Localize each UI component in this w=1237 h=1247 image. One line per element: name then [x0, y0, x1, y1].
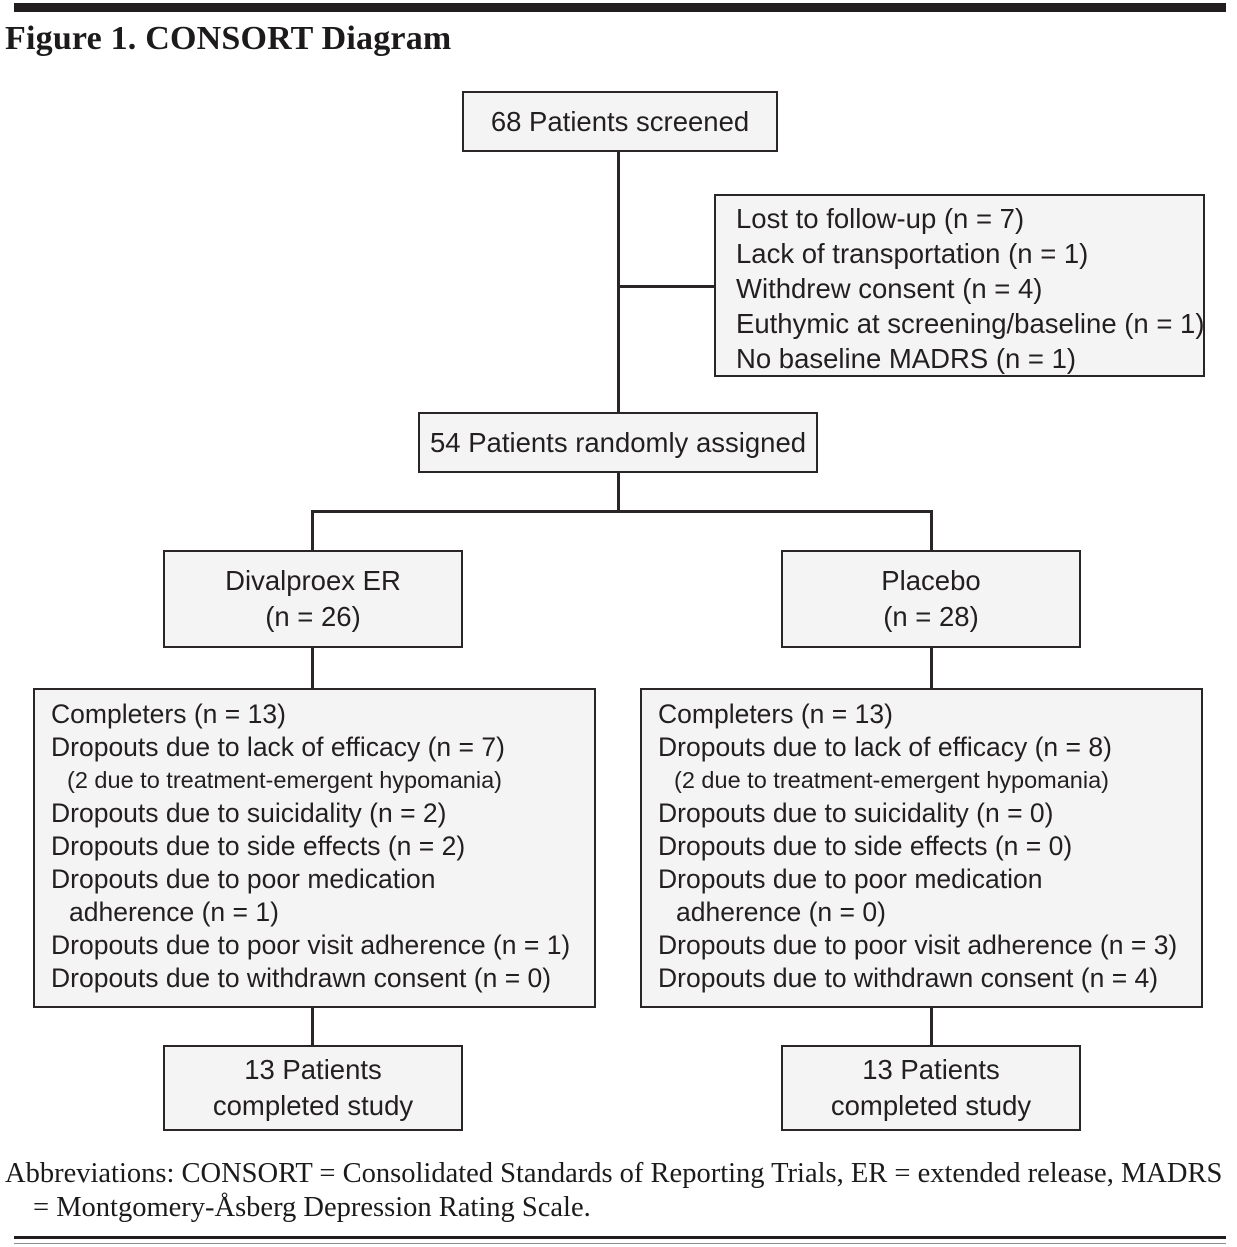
box-line: Dropouts due to poor visit adherence (n …: [658, 930, 1178, 960]
box-line: (2 due to treatment-emergent hypomania): [67, 767, 502, 793]
box-detail-placebo: Completers (n = 13)Dropouts due to lack …: [640, 688, 1203, 1008]
bottom-rule-thin: [14, 1243, 1226, 1244]
box-line: (2 due to treatment-emergent hypomania): [674, 767, 1109, 793]
box-line: Dropouts due to poor medication: [658, 864, 1043, 894]
bottom-rule-thick: [14, 1236, 1226, 1239]
abbreviations-footnote: Abbreviations: CONSORT = Consolidated St…: [5, 1158, 1223, 1223]
completed-placebo-line2: completed study: [830, 1090, 1032, 1121]
box-arm-placebo: Placebo (n = 28): [781, 550, 1081, 648]
box-line: No baseline MADRS (n = 1): [736, 343, 1077, 374]
box-patients-screened: 68 Patients screened: [462, 91, 778, 152]
box-randomized: 54 Patients randomly assigned: [418, 412, 818, 473]
top-rule: [14, 3, 1226, 12]
connector-branch-horizontal: [311, 510, 933, 513]
box-line: Withdrew consent (n = 4): [736, 273, 1043, 304]
box-excluded: Lost to follow-up (n = 7) Lack of transpo…: [714, 194, 1205, 377]
box-line: adherence (n = 0): [676, 897, 886, 927]
box-line: Euthymic at screening/baseline (n = 1): [736, 308, 1205, 339]
completed-placebo-line1: 13 Patients: [862, 1054, 1000, 1085]
arm-placebo-name: Placebo: [881, 565, 981, 596]
box-line: Dropouts due to poor medication: [51, 864, 436, 894]
connector-detail-right-down: [930, 1008, 933, 1045]
box-line: Lost to follow-up (n = 7): [736, 203, 1025, 234]
connector-to-excluded: [619, 285, 715, 288]
figure-title: Figure 1. CONSORT Diagram: [5, 20, 452, 57]
box-line: Dropouts due to side effects (n = 2): [51, 831, 466, 861]
connector-branch-left: [311, 510, 314, 550]
box-line: Dropouts due to lack of efficacy (n = 7): [51, 732, 505, 762]
connector-detail-left-down: [311, 1008, 314, 1045]
box-randomized-label: 54 Patients randomly assigned: [429, 426, 807, 458]
box-patients-screened-label: 68 Patients screened: [490, 105, 750, 137]
box-completed-placebo: 13 Patients completed study: [781, 1045, 1081, 1131]
box-line: Dropouts due to lack of efficacy (n = 8): [658, 732, 1112, 762]
arm-divalproex-n: (n = 26): [265, 601, 361, 632]
box-line: Dropouts due to side effects (n = 0): [658, 831, 1073, 861]
connector-arm-left-down: [311, 648, 314, 688]
connector-branch-right: [930, 510, 933, 550]
box-line: Completers (n = 13): [658, 699, 893, 729]
box-completed-divalproex: 13 Patients completed study: [163, 1045, 463, 1131]
completed-divalproex-line1: 13 Patients: [244, 1054, 382, 1085]
box-line: adherence (n = 1): [69, 897, 279, 927]
connector-screened-to-randomized: [617, 152, 620, 412]
connector-randomized-stem: [617, 473, 620, 513]
box-line: Completers (n = 13): [51, 699, 286, 729]
box-line: Lack of transportation (n = 1): [736, 238, 1089, 269]
box-line: Dropouts due to suicidality (n = 0): [658, 798, 1054, 828]
box-line: Dropouts due to poor visit adherence (n …: [51, 930, 571, 960]
box-line: Dropouts due to withdrawn consent (n = 4…: [658, 963, 1159, 993]
arm-divalproex-name: Divalproex ER: [225, 565, 401, 596]
box-line: Dropouts due to withdrawn consent (n = 0…: [51, 963, 552, 993]
arm-placebo-n: (n = 28): [883, 601, 979, 632]
connector-arm-right-down: [930, 648, 933, 688]
box-line: Dropouts due to suicidality (n = 2): [51, 798, 447, 828]
box-arm-divalproex: Divalproex ER (n = 26): [163, 550, 463, 648]
box-detail-divalproex: Completers (n = 13)Dropouts due to lack …: [33, 688, 596, 1008]
completed-divalproex-line2: completed study: [212, 1090, 414, 1121]
